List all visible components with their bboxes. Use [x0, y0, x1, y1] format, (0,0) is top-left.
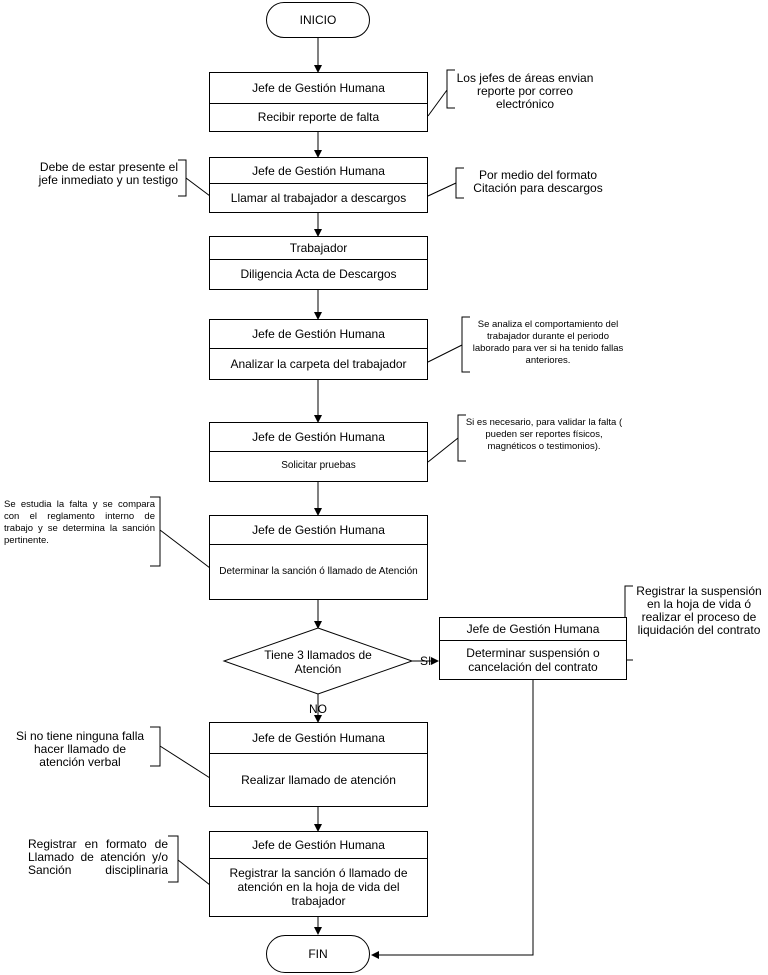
process-role: Jefe de Gestión Humana [210, 320, 427, 349]
process-role: Jefe de Gestión Humana [210, 73, 427, 104]
process-box-receive-report: Jefe de Gestión Humana Recibir reporte d… [209, 72, 428, 132]
process-action: Analizar la carpeta del trabajador [230, 356, 407, 371]
process-role: Trabajador [210, 237, 427, 260]
process-role: Jefe de Gestión Humana [440, 618, 626, 641]
process-box-analyze-folder: Jefe de Gestión Humana Analizar la carpe… [209, 319, 428, 380]
decision-yes-label: SI [420, 654, 432, 668]
process-box-register-sanction: Jefe de Gestión Humana Registrar la sanc… [209, 831, 428, 917]
note-suspension-register: Registrar la suspensión en la hoja de vi… [636, 584, 762, 637]
note-sanction-study: Se estudia la falta y se compara con el … [4, 499, 155, 546]
start-terminal: INICIO [266, 2, 370, 38]
process-action: Solicitar pruebas [281, 460, 356, 471]
process-role: Jefe de Gestión Humana [210, 723, 427, 754]
note-register-format: Registrar en formato de Llamado de atenc… [28, 837, 168, 877]
process-action: Determinar la sanción ó llamado de Atenc… [219, 565, 418, 577]
process-box-call-worker: Jefe de Gestión Humana Llamar al trabaja… [209, 157, 428, 213]
decision-no-label: NO [309, 702, 327, 716]
process-box-determine-sanction: Jefe de Gestión Humana Determinar la san… [209, 515, 428, 600]
process-role: Jefe de Gestión Humana [210, 516, 427, 545]
process-action: Recibir reporte de falta [257, 110, 380, 124]
process-box-worker-statement: Trabajador Diligencia Acta de Descargos [209, 236, 428, 290]
process-action: Llamar al trabajador a descargos [230, 190, 407, 205]
process-action: Determinar suspensión o cancelación del … [466, 645, 600, 674]
note-evidence: Si es necesario, para validar la falta (… [465, 417, 623, 452]
process-role: Jefe de Gestión Humana [210, 423, 427, 452]
process-box-request-evidence: Jefe de Gestión Humana Solicitar pruebas [209, 422, 428, 482]
process-action: Diligencia Acta de Descargos [240, 267, 397, 281]
process-role: Jefe de Gestión Humana [210, 832, 427, 859]
note-citation-format: Por medio del formato Citación para desc… [473, 168, 603, 195]
process-action: Realizar llamado de atención [241, 772, 396, 787]
decision-diamond [222, 627, 414, 695]
process-box-suspension: Jefe de Gestión Humana Determinar suspen… [439, 617, 627, 680]
note-report-by-email: Los jefes de áreas envian reporte por co… [456, 71, 594, 111]
process-role: Jefe de Gestión Humana [210, 158, 427, 184]
decision-question: Tiene 3 llamados de Atención [264, 648, 372, 676]
note-verbal-call: Si no tiene ninguna falla hacer llamado … [15, 729, 145, 769]
note-analysis: Se analiza el comportamiento del trabaja… [472, 319, 624, 366]
process-box-attention-call: Jefe de Gestión Humana Realizar llamado … [209, 722, 428, 807]
process-action: Registrar la sanción ó llamado de atenci… [229, 866, 408, 908]
end-label: FIN [308, 947, 328, 961]
note-witness-required: Debe de estar presente el jefe inmediato… [38, 160, 178, 187]
end-terminal: FIN [266, 935, 370, 973]
start-label: INICIO [299, 13, 337, 27]
